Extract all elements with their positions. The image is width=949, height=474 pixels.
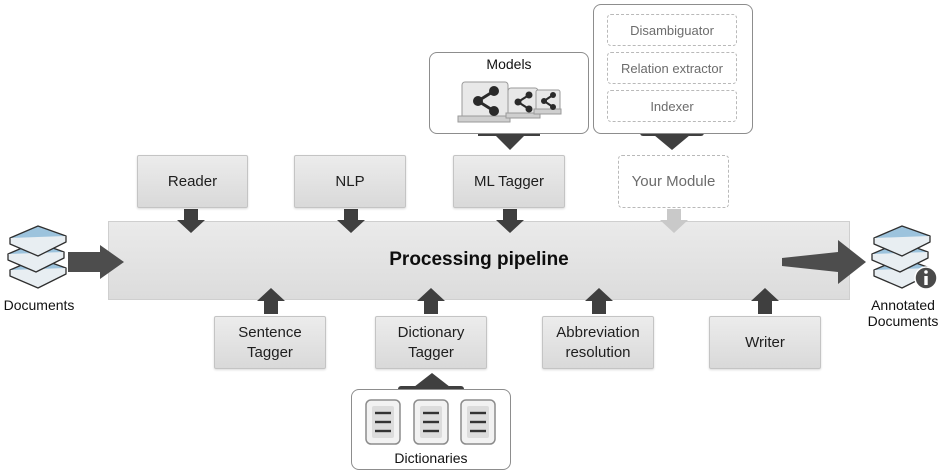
your-module-label: Your Module — [631, 173, 716, 190]
processing-pipeline-label: Processing pipeline — [389, 249, 569, 270]
documents-stack-icon — [7, 225, 67, 289]
info-icon — [914, 266, 938, 290]
abbreviation-line2: resolution — [565, 343, 631, 361]
disambiguator-label: Disambiguator — [630, 22, 714, 38]
ml-tagger-down-arrow — [496, 209, 524, 233]
dictionary-up-arrow — [417, 288, 445, 314]
relation-extractor-label: Relation extractor — [621, 60, 723, 76]
abbreviation-line1: Abbreviation — [556, 323, 640, 341]
processing-pipeline-bar — [108, 221, 850, 300]
sentence-tagger-line2: Tagger — [247, 343, 293, 361]
sentence-tagger-line1: Sentence — [238, 323, 302, 341]
input-arrow — [68, 245, 124, 279]
nlp-label: NLP — [335, 172, 365, 190]
dictionaries-icons — [365, 399, 496, 445]
dictionary-icon — [413, 399, 449, 445]
your-module: Your Module — [618, 155, 729, 208]
reader-down-arrow — [177, 209, 205, 233]
relation-extractor-option: Relation extractor — [607, 52, 737, 84]
writer-module: Writer — [709, 316, 821, 369]
dictionaries-title: Dictionaries — [394, 450, 468, 466]
writer-up-arrow — [751, 288, 779, 314]
indexer-option: Indexer — [607, 90, 737, 122]
dictionary-icon — [365, 399, 401, 445]
your-module-down-arrow — [660, 209, 688, 233]
reader-module: Reader — [137, 155, 248, 208]
dictionary-tagger-line2: Tagger — [408, 343, 454, 361]
disambiguator-option: Disambiguator — [607, 14, 737, 46]
dictionaries-up-arrow — [414, 373, 450, 387]
documents-label: Documents — [3, 297, 75, 313]
share-icon — [533, 89, 562, 115]
models-title: Models — [486, 56, 532, 72]
annotated-line2: Documents — [867, 313, 939, 329]
annotated-documents-label: Annotated Documents — [858, 297, 948, 329]
output-arrow — [782, 240, 866, 284]
share-icon — [505, 87, 541, 119]
nlp-down-arrow — [337, 209, 365, 233]
reader-label: Reader — [167, 172, 218, 190]
models-share-icons — [457, 81, 562, 123]
abbreviation-resolution-module: Abbreviation resolution — [542, 316, 654, 369]
annotated-documents-stack-icon — [871, 225, 938, 290]
nlp-module: NLP — [294, 155, 406, 208]
annotated-line1: Annotated — [871, 297, 935, 313]
dictionary-tagger-line1: Dictionary — [397, 323, 465, 341]
models-down-arrow — [478, 133, 540, 150]
indexer-label: Indexer — [650, 98, 694, 114]
ml-tagger-label: ML Tagger — [473, 172, 545, 190]
sentence-up-arrow — [257, 288, 285, 314]
writer-label: Writer — [745, 333, 785, 351]
ml-tagger-module: ML Tagger — [453, 155, 565, 208]
dictionary-icon — [460, 399, 496, 445]
options-down-arrow — [654, 135, 690, 150]
share-icon — [457, 81, 511, 123]
abbreviation-up-arrow — [585, 288, 613, 314]
